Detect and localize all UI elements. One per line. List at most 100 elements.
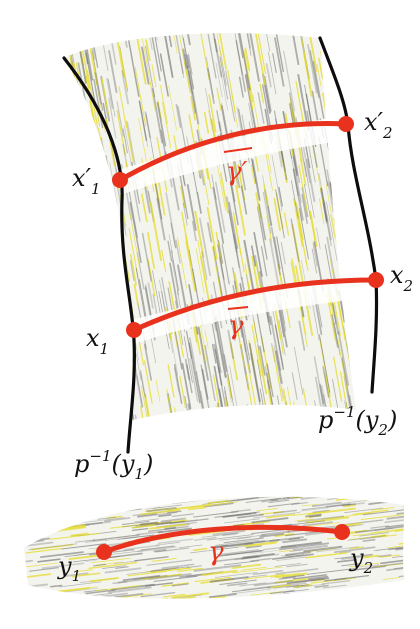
hatch-stroke [272, 347, 283, 402]
hatch-stroke [291, 258, 297, 282]
hatch-stroke [64, 62, 66, 104]
hatch-stroke [169, 262, 179, 308]
hatch-stroke [81, 45, 91, 89]
hatch-stroke [303, 545, 343, 553]
hatch-stroke [316, 227, 321, 250]
hatch-stroke [90, 261, 98, 299]
hatch-stroke [289, 549, 304, 552]
hatch-stroke [349, 296, 356, 325]
hatch-stroke [81, 107, 93, 166]
hatch-stroke [29, 567, 59, 572]
hatch-stroke [292, 544, 328, 551]
hatch-stroke [75, 135, 82, 163]
hatch-stroke [30, 543, 74, 551]
hatch-stroke [164, 526, 176, 530]
hatch-stroke [253, 33, 266, 86]
hatch-stroke [354, 225, 356, 252]
hatch-stroke [250, 245, 257, 267]
hatch-stroke [316, 546, 360, 553]
hatch-stroke [144, 507, 169, 512]
hatch-stroke [341, 236, 347, 258]
hatch-stroke [59, 581, 102, 588]
hatch-stroke [75, 373, 86, 420]
hatch-stroke [322, 366, 330, 398]
hatch-stroke [293, 401, 304, 420]
hatch-stroke [181, 211, 192, 261]
hatch-stroke [186, 565, 202, 568]
hatch-stroke [386, 512, 404, 520]
hatch-stroke [278, 593, 326, 599]
hatch-stroke [214, 540, 266, 548]
hatch-stroke [347, 203, 355, 235]
hatch-stroke [136, 511, 178, 518]
hatch-stroke [152, 557, 177, 562]
hatch-stroke [93, 78, 104, 129]
hatch-stroke [64, 187, 67, 216]
hatch-stroke [180, 185, 186, 208]
hatch-stroke [64, 207, 68, 250]
hatch-stroke [193, 536, 217, 541]
hatch-stroke [327, 180, 334, 213]
hatch-stroke [305, 552, 348, 559]
hatch-stroke [280, 541, 323, 549]
hatch-stroke [38, 519, 80, 526]
hatch-stroke [135, 352, 142, 381]
hatch-stroke [85, 52, 96, 103]
hatch-stroke [256, 310, 265, 353]
hatch-stroke [140, 385, 148, 420]
hatch-stroke [64, 244, 70, 290]
hatch-stroke [312, 60, 325, 119]
hatch-stroke [326, 169, 334, 205]
hatch-stroke [217, 240, 224, 264]
hatch-stroke [405, 513, 416, 514]
hatch-stroke [276, 556, 308, 562]
hatch-stroke [186, 183, 197, 231]
hatch-stroke [186, 65, 193, 95]
gap-band-bottom [132, 273, 378, 344]
hatch-stroke [374, 527, 393, 531]
hatch-stroke [257, 206, 268, 260]
hatch-stroke [331, 33, 337, 47]
hatch-stroke [359, 532, 389, 537]
hatch-stroke [56, 485, 105, 491]
svg-text:γ′: γ′ [226, 157, 248, 187]
hatch-stroke [203, 416, 215, 420]
hatch-stroke [322, 584, 347, 589]
hatch-stroke [282, 589, 309, 593]
hatch-stroke [208, 110, 213, 132]
hatch-stroke [64, 244, 65, 299]
hatch-stroke [348, 565, 387, 572]
hatch-stroke [214, 572, 258, 578]
hatch-stroke [113, 297, 125, 355]
hatch-stroke [299, 591, 326, 596]
hatch-stroke [206, 206, 218, 260]
hatch-stroke [244, 33, 252, 56]
hatch-stroke [135, 375, 144, 408]
hatch-stroke [116, 337, 123, 367]
hatch-stroke [134, 518, 159, 523]
hatch-stroke [353, 330, 356, 383]
hatch-stroke [182, 202, 188, 226]
label-y1: y1 [57, 552, 81, 585]
hatch-stroke [234, 596, 261, 599]
hatch-stroke [406, 557, 420, 561]
hatch-stroke [174, 407, 185, 420]
hatch-stroke [248, 547, 298, 555]
hatch-stroke [201, 569, 238, 576]
hatch-stroke [87, 496, 129, 502]
hatch-stroke [74, 517, 126, 524]
hatch-stroke [225, 196, 238, 253]
hatch-stroke [160, 85, 168, 125]
hatch-stroke [227, 409, 240, 420]
hatch-stroke [371, 147, 379, 192]
hatch-stroke [300, 158, 307, 187]
hatch-stroke [155, 547, 190, 553]
hatch-stroke [258, 203, 267, 241]
hatch-stroke [257, 350, 268, 395]
hatch-stroke [267, 502, 300, 508]
hatch-stroke [230, 508, 252, 513]
hatch-stroke [90, 297, 96, 319]
hatch-stroke [222, 512, 257, 518]
hatch-stroke [63, 491, 97, 495]
hatch-stroke [263, 183, 269, 207]
